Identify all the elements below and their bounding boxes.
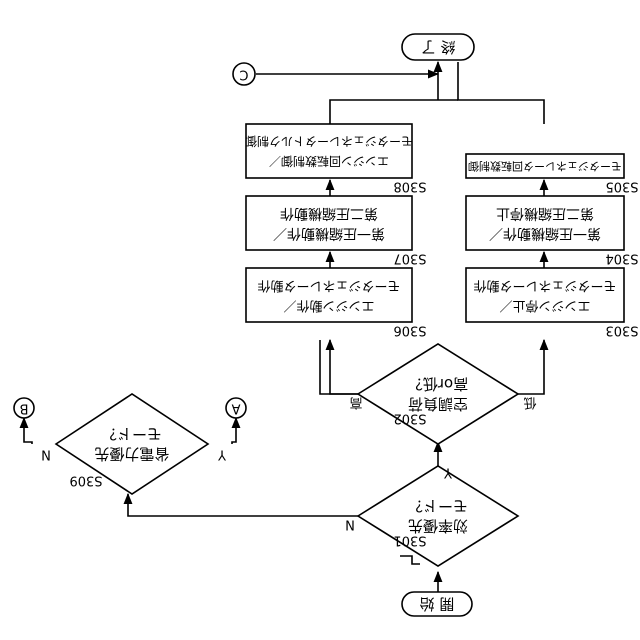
connector-c-label: C (239, 67, 248, 82)
s302-line1: 空調負荷 (408, 395, 468, 413)
connector-b-label: B (20, 401, 29, 416)
s306-id: S306 (393, 323, 426, 338)
s302-decision (358, 344, 518, 444)
s309-no-label: N (41, 447, 51, 462)
s308-id: S308 (393, 179, 426, 194)
end-label: 終 了 (421, 38, 456, 56)
s301-decision (358, 466, 518, 566)
line-s308-to-end (330, 100, 458, 124)
arrow-s301-no-to-s309 (128, 494, 358, 516)
s303-box (466, 268, 624, 322)
s309-line2: モード？ (102, 425, 162, 443)
s305-line1: モータジェネレータ回転数制御 (468, 160, 622, 174)
s306-line2: モータジェネレータ動作 (257, 278, 400, 293)
s302-low-label: 低 (523, 395, 536, 410)
s309-line1: 省電力優先 (94, 445, 169, 463)
arrow-s302-high-to-s306 (330, 340, 358, 394)
s308-line1: エンジン回転数制御／ (269, 154, 389, 169)
s301-yes-label: Y (444, 465, 453, 480)
s305-id: S305 (605, 179, 638, 194)
s301-line1: 効率優先 (408, 517, 468, 535)
arrow-s309-yes-to-a (232, 418, 236, 444)
s304-id: S304 (605, 251, 638, 266)
arrow-s305-to-end (458, 62, 544, 124)
s302-high-label: 高 (349, 395, 362, 411)
s306-line1: エンジン動作／ (283, 298, 374, 313)
s302-line2: 高or低？ (408, 375, 468, 393)
s308-line2: モータジェネレータトルク制御 (245, 134, 413, 149)
arrow-s309-no-to-b (24, 418, 32, 444)
s306-box (246, 268, 412, 322)
s303-line2: モータジェネレータ動作 (473, 278, 616, 293)
s301-line2: モード？ (408, 497, 468, 515)
s303-line1: エンジン停止／ (499, 298, 590, 314)
arrow-s302-low-to-s303 (518, 340, 544, 394)
s301-no-label: N (345, 517, 355, 532)
s309-id: S309 (69, 473, 102, 488)
s308-box (246, 124, 412, 178)
s309-yes-label: Y (218, 447, 227, 462)
s307-line2: 第二圧縮機動作 (280, 205, 378, 222)
s303-id: S303 (605, 323, 638, 338)
s307-line1: 第一圧縮機動作／ (273, 225, 385, 242)
start-label: 開 始 (420, 595, 455, 613)
s304-line1: 第一圧縮機動作／ (489, 225, 601, 242)
connector-a-label: A (231, 401, 240, 416)
s307-id: S307 (393, 251, 426, 266)
s304-line2: 第二圧縮機停止 (496, 205, 594, 222)
